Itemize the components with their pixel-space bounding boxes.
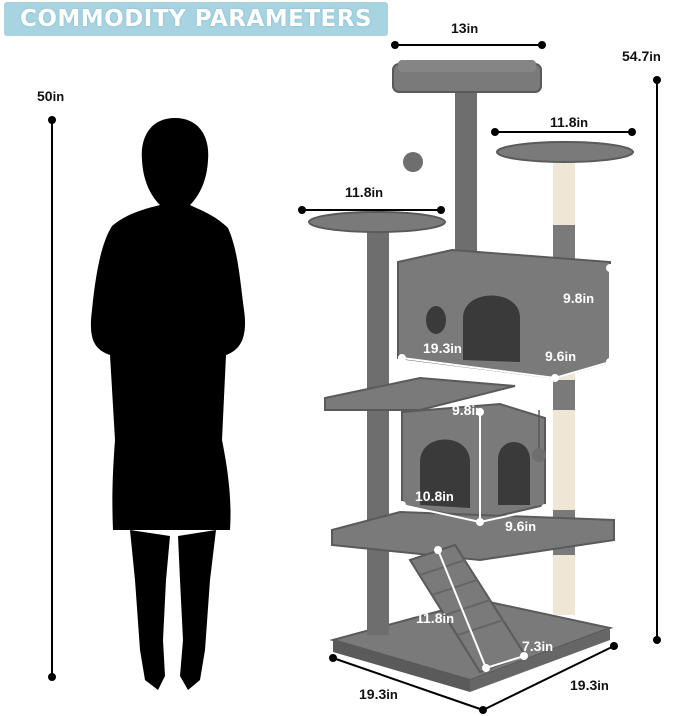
ramp-length-label: 11.8in — [416, 610, 455, 626]
left-perch-width-label: 11.8in — [345, 184, 384, 200]
top-perch-dimension — [391, 41, 546, 49]
upper-condo-height-label: 9.8in — [563, 290, 595, 306]
right-perch-width-label: 11.8in — [550, 114, 589, 130]
middle-platform — [324, 376, 516, 411]
title-banner: COMMODITY PARAMETERS — [4, 2, 388, 36]
base-depth-dimension — [482, 642, 618, 711]
person-silhouette — [90, 118, 246, 690]
right-perch — [496, 141, 634, 163]
cat-tree — [308, 60, 634, 692]
total-height-dimension — [653, 76, 661, 644]
lower-condo-depth-label: 9.6in — [505, 518, 537, 534]
post-left — [367, 225, 389, 635]
upper-condo-width-label: 19.3in — [423, 340, 462, 356]
right-perch-dimension — [491, 128, 636, 136]
base-depth-label: 19.3in — [570, 677, 609, 693]
white-dimensions — [398, 264, 614, 672]
left-perch-dimension — [298, 206, 445, 214]
person-height-label: 50in — [37, 88, 65, 104]
base-width-label: 19.3in — [359, 686, 398, 702]
upper-condo-depth-label: 9.6in — [545, 348, 577, 364]
hanging-ball — [403, 152, 423, 172]
lower-condo-height-label: 9.8in — [452, 402, 484, 418]
total-height-label: 54.7in — [622, 48, 661, 64]
ramp-width-label: 7.3in — [522, 638, 554, 654]
title-text: COMMODITY PARAMETERS — [19, 6, 373, 32]
person-height-dimension — [48, 116, 56, 681]
lower-condo-width-label: 10.8in — [415, 488, 454, 504]
post-top — [455, 82, 477, 262]
left-perch — [308, 211, 446, 233]
bottom-platform — [331, 510, 615, 562]
top-perch-width-label: 13in — [451, 20, 479, 36]
